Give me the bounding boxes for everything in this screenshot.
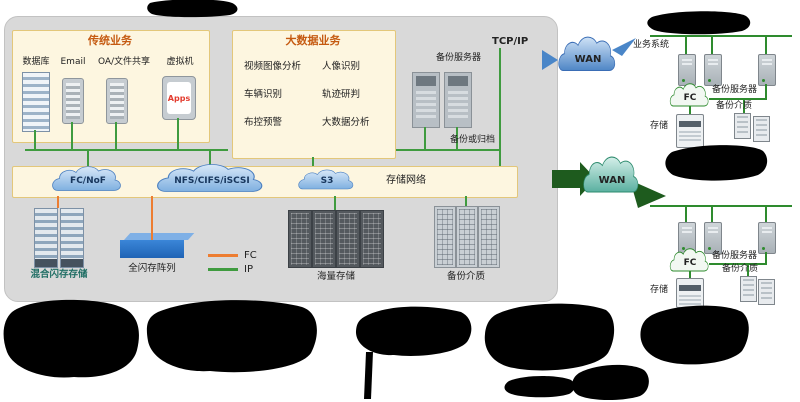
legend-fc-line xyxy=(208,254,238,257)
hybrid-flash-tower-icon xyxy=(34,208,58,268)
database-icon xyxy=(22,72,50,132)
site2-business-server-icon xyxy=(678,222,696,254)
hybrid-flash-tower-icon xyxy=(60,208,84,268)
site2-backup-media-icon xyxy=(758,279,775,305)
oa-fileshare-server-icon xyxy=(106,78,128,124)
mass-storage-rack-icon xyxy=(312,210,336,268)
site2-backup-server-icon xyxy=(758,222,776,254)
backup-server-tower-icon xyxy=(444,72,472,128)
apps-label: Apps xyxy=(167,82,191,114)
all-flash-array-icon xyxy=(120,240,184,258)
site1-backup-media-icon xyxy=(734,113,751,139)
backup-media-rack-icon xyxy=(456,206,478,268)
site1-business-server-icon xyxy=(704,54,722,86)
email-server-icon xyxy=(62,78,84,124)
virtual-machine-icon: Apps xyxy=(162,76,196,120)
backup-media-rack-icon xyxy=(478,206,500,268)
site2-storage-icon xyxy=(676,278,704,308)
site1-backup-media-icon xyxy=(753,116,770,142)
site1-storage-icon xyxy=(676,114,704,148)
site1-backup-server-icon xyxy=(758,54,776,86)
site2-business-server-icon xyxy=(704,222,722,254)
backup-media-rack-icon xyxy=(434,206,456,268)
bigdata-business-box xyxy=(232,30,396,159)
legend-ip-line xyxy=(208,268,238,271)
backup-server-tower-icon xyxy=(412,72,440,128)
mass-storage-rack-icon xyxy=(288,210,312,268)
site1-business-server-icon xyxy=(678,54,696,86)
site2-backup-media-icon xyxy=(740,276,757,302)
mass-storage-rack-icon xyxy=(336,210,360,268)
storage-network-bar xyxy=(12,166,518,198)
mass-storage-rack-icon xyxy=(360,210,384,268)
